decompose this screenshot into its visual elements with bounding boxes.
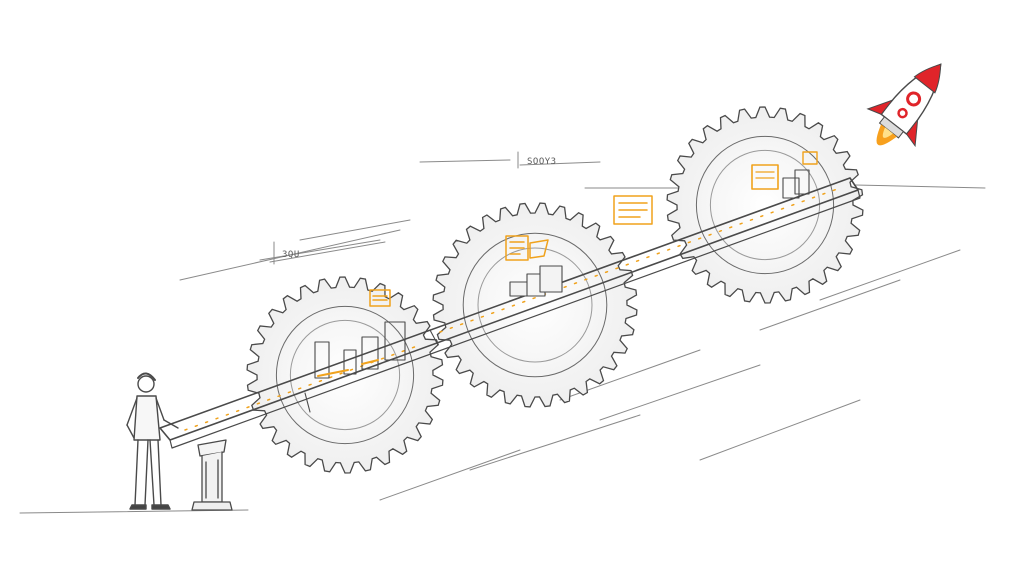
lower-annotation-label: 3QU xyxy=(282,250,300,260)
ramp xyxy=(159,177,861,449)
speed-lines xyxy=(179,219,961,501)
gear-right-icon-ring xyxy=(709,149,821,261)
annotation-lines xyxy=(19,151,986,514)
upper-annotation-label: SOOY3 xyxy=(527,157,557,167)
person-figure xyxy=(126,372,179,510)
ramp-pedestal xyxy=(191,439,233,511)
cargo-items xyxy=(314,151,818,379)
box-cluster xyxy=(509,265,563,297)
document-stack-1 xyxy=(314,321,406,379)
floating-docs-2 xyxy=(505,195,653,261)
gear-middle-icon-ring xyxy=(477,247,593,363)
gear-right-icon xyxy=(666,106,864,304)
gear-left-icon-ring xyxy=(289,319,401,431)
gear-middle-icon xyxy=(432,202,638,408)
gear-right-icon-ring xyxy=(695,135,835,275)
floating-folder-1 xyxy=(369,289,391,307)
gear-left-icon-teeth xyxy=(246,276,444,474)
rocket-icon xyxy=(866,63,942,148)
gear-left-icon-ring xyxy=(275,305,415,445)
gear-middle-icon-ring xyxy=(462,232,608,378)
gear-right-icon-teeth xyxy=(666,106,864,304)
gear-left-icon xyxy=(246,276,444,474)
document-stack-3 xyxy=(751,151,818,199)
gears xyxy=(246,106,864,474)
